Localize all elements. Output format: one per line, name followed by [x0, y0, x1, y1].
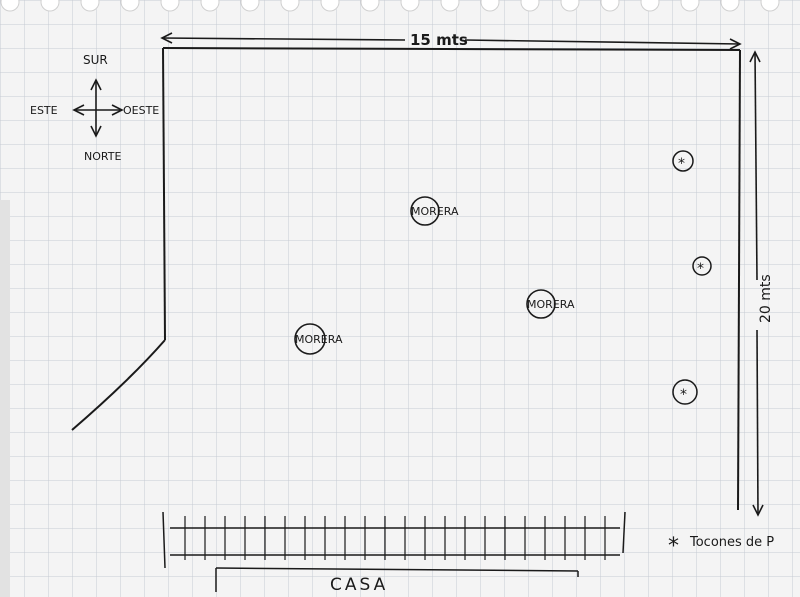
house-label: CASA: [330, 575, 388, 595]
stump-3-symbol: *: [680, 387, 687, 403]
compass-rose: [72, 78, 124, 138]
stump-3: *: [672, 379, 698, 405]
stump-2-symbol: *: [697, 261, 704, 277]
tree-3-circle: [294, 323, 326, 355]
tree-1-label: MORERA: [411, 205, 459, 218]
compass-east-label: OESTE: [123, 104, 159, 117]
legend-symbol: *: [668, 534, 679, 559]
legend-label: Tocones de P: [689, 535, 774, 550]
tree-2-label: MORERA: [527, 298, 575, 311]
compass-west-label: ESTE: [30, 104, 58, 117]
stump-1-symbol: *: [678, 156, 685, 172]
tree-1-circle: [410, 196, 440, 226]
top-dimension-arrow: [160, 32, 742, 50]
tree-2-circle: [526, 289, 556, 319]
stump-2-circle: [692, 256, 712, 276]
top-dimension-label: 15 mts: [410, 31, 468, 49]
house-label-bracket: [215, 567, 579, 592]
tree-2: MORERA: [526, 289, 575, 319]
right-dimension-arrow: [749, 50, 764, 517]
tree-3-label: MORERA: [295, 333, 343, 346]
compass-south-label: NORTE: [84, 150, 121, 163]
tree-1: MORERA: [410, 196, 459, 226]
stump-2: *: [692, 256, 712, 277]
stump-3-circle: [672, 379, 698, 405]
tree-3: MORERA: [294, 323, 343, 355]
stump-1-circle: [672, 150, 694, 172]
binding-holes: [0, 0, 780, 12]
compass-north-label: SUR: [83, 53, 108, 67]
plot-boundary: [71, 47, 741, 511]
right-dimension-label: 20 mts: [758, 274, 774, 323]
house-hatching: [184, 516, 606, 560]
paper-edge: [0, 200, 10, 597]
stump-1: *: [672, 150, 694, 172]
